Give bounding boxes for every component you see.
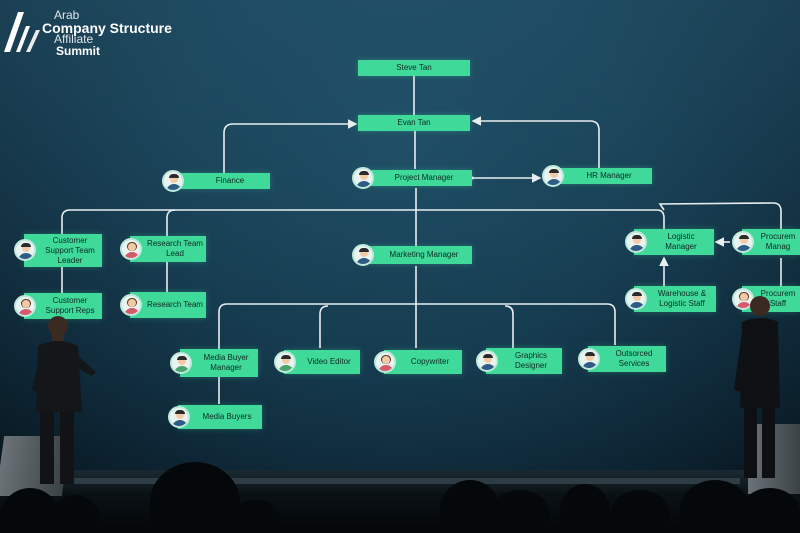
- person-icon: [168, 406, 190, 428]
- stage-edge: [60, 478, 740, 484]
- node-warehouse-logistic-staff: Warehouse & Logistic Staff: [634, 286, 716, 312]
- node-graphics-designer: Graphics Designer: [486, 348, 562, 374]
- person-icon: [162, 170, 184, 192]
- node-evan-tan: Evan Tan: [358, 115, 470, 131]
- node-label: Procurem Staff: [760, 289, 796, 308]
- person-icon: [14, 295, 36, 317]
- person-icon: [274, 351, 296, 373]
- node-customer-support-reps: Customer Support Reps: [24, 293, 102, 319]
- node-project-manager: Project Manager: [362, 170, 472, 186]
- node-label: Warehouse & Logistic Staff: [657, 289, 707, 308]
- node-steve-tan: Steve Tan: [358, 60, 470, 76]
- audience-silhouette: [150, 462, 240, 533]
- summit-logo-icon: [4, 12, 40, 52]
- node-label: Media Buyer Manager: [203, 353, 249, 372]
- person-icon: [476, 350, 498, 372]
- brand-line-arab: Arab: [54, 8, 80, 22]
- person-icon: [170, 352, 192, 374]
- node-label: Logistic Manager: [665, 232, 697, 251]
- node-label: Research Team Lead: [147, 239, 203, 258]
- node-media-buyer-manager: Media Buyer Manager: [180, 349, 258, 377]
- person-icon: [625, 231, 647, 253]
- node-customer-support-leader: Customer Support Team Leader: [24, 234, 102, 267]
- node-label: Research Team: [147, 300, 203, 309]
- node-copywriter: Copywriter: [384, 350, 462, 374]
- speaker-right: [734, 296, 780, 478]
- node-label: Project Manager: [394, 173, 454, 182]
- node-label: Outsorced Services: [615, 349, 653, 368]
- audience-silhouette: [680, 480, 750, 533]
- node-video-editor: Video Editor: [284, 350, 360, 374]
- audience-silhouette: [740, 488, 800, 533]
- node-label: Procurem Manag: [760, 232, 796, 251]
- audience-silhouette: [230, 500, 280, 533]
- event-brand: Arab Company Structure Affiliate Summit: [2, 6, 192, 58]
- node-finance: Finance: [176, 173, 270, 189]
- audience-silhouette: [560, 484, 610, 533]
- node-label: Finance: [215, 176, 245, 185]
- node-label: Graphics Designer: [514, 351, 547, 370]
- node-label: Customer Support Reps: [45, 296, 95, 315]
- audience-silhouette: [610, 490, 670, 533]
- speaker-left: [32, 316, 96, 484]
- node-label: Marketing Manager: [389, 250, 459, 259]
- node-logistic-manager: Logistic Manager: [634, 229, 714, 255]
- node-media-buyers: Media Buyers: [178, 405, 262, 429]
- person-icon: [542, 165, 564, 187]
- person-icon: [120, 294, 142, 316]
- brand-line-summit: Summit: [56, 44, 101, 58]
- person-icon: [578, 348, 600, 370]
- person-icon: [352, 244, 374, 266]
- brand-line-affiliate: Affiliate: [54, 32, 94, 46]
- audience-silhouette: [50, 495, 100, 533]
- node-label: Customer Support Team Leader: [45, 235, 95, 265]
- person-icon: [120, 238, 142, 260]
- person-icon: [14, 239, 36, 261]
- node-research-team: Research Team: [130, 292, 206, 318]
- node-label: Media Buyers: [202, 412, 252, 421]
- person-icon: [732, 231, 754, 253]
- person-icon: [374, 351, 396, 373]
- node-label: Steve Tan: [396, 63, 432, 72]
- person-icon: [625, 288, 647, 310]
- node-label: Video Editor: [307, 357, 351, 366]
- slide-title: Company Structure: [42, 20, 172, 36]
- person-icon: [352, 167, 374, 189]
- node-label: HR Manager: [586, 171, 632, 180]
- node-label: Copywriter: [410, 357, 450, 366]
- node-label: Evan Tan: [397, 118, 431, 127]
- node-outsourced-services: Outsorced Services: [588, 346, 666, 372]
- node-research-team-lead: Research Team Lead: [130, 236, 206, 262]
- node-hr-manager: HR Manager: [552, 168, 652, 184]
- node-marketing-manager: Marketing Manager: [362, 246, 472, 264]
- audience-silhouette: [490, 490, 550, 533]
